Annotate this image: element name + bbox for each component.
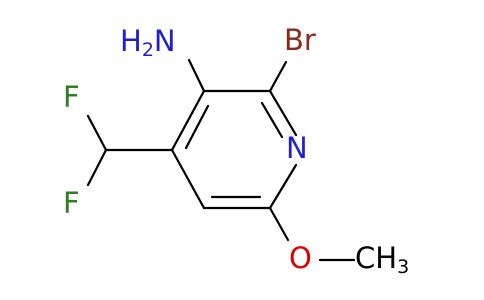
bond-c2-n1 (268, 89, 298, 137)
ring-nitrogen-label: N (286, 131, 308, 165)
bromine-label: Br (284, 23, 316, 57)
bond-n1-c6 (268, 163, 298, 210)
bond-c4-c3 (170, 89, 206, 152)
bond-chf2-f-bottom (86, 148, 108, 187)
methyl-label: CH3 (355, 241, 409, 278)
bond-c6-o (268, 206, 290, 242)
fluorine-bottom-label: F (63, 186, 80, 220)
bond-c5-c4 (170, 148, 206, 210)
bond-chf2-f-top (86, 114, 108, 152)
bond-c2-n1-inner (260, 101, 284, 139)
bond-c4-c3-inner (184, 104, 210, 150)
oxygen-label: O (289, 241, 312, 275)
fluorine-top-label: F (63, 80, 80, 114)
bond-c2-br (268, 60, 288, 93)
bond-c3-nh2 (187, 58, 206, 93)
amine-label: H2N (120, 24, 176, 61)
